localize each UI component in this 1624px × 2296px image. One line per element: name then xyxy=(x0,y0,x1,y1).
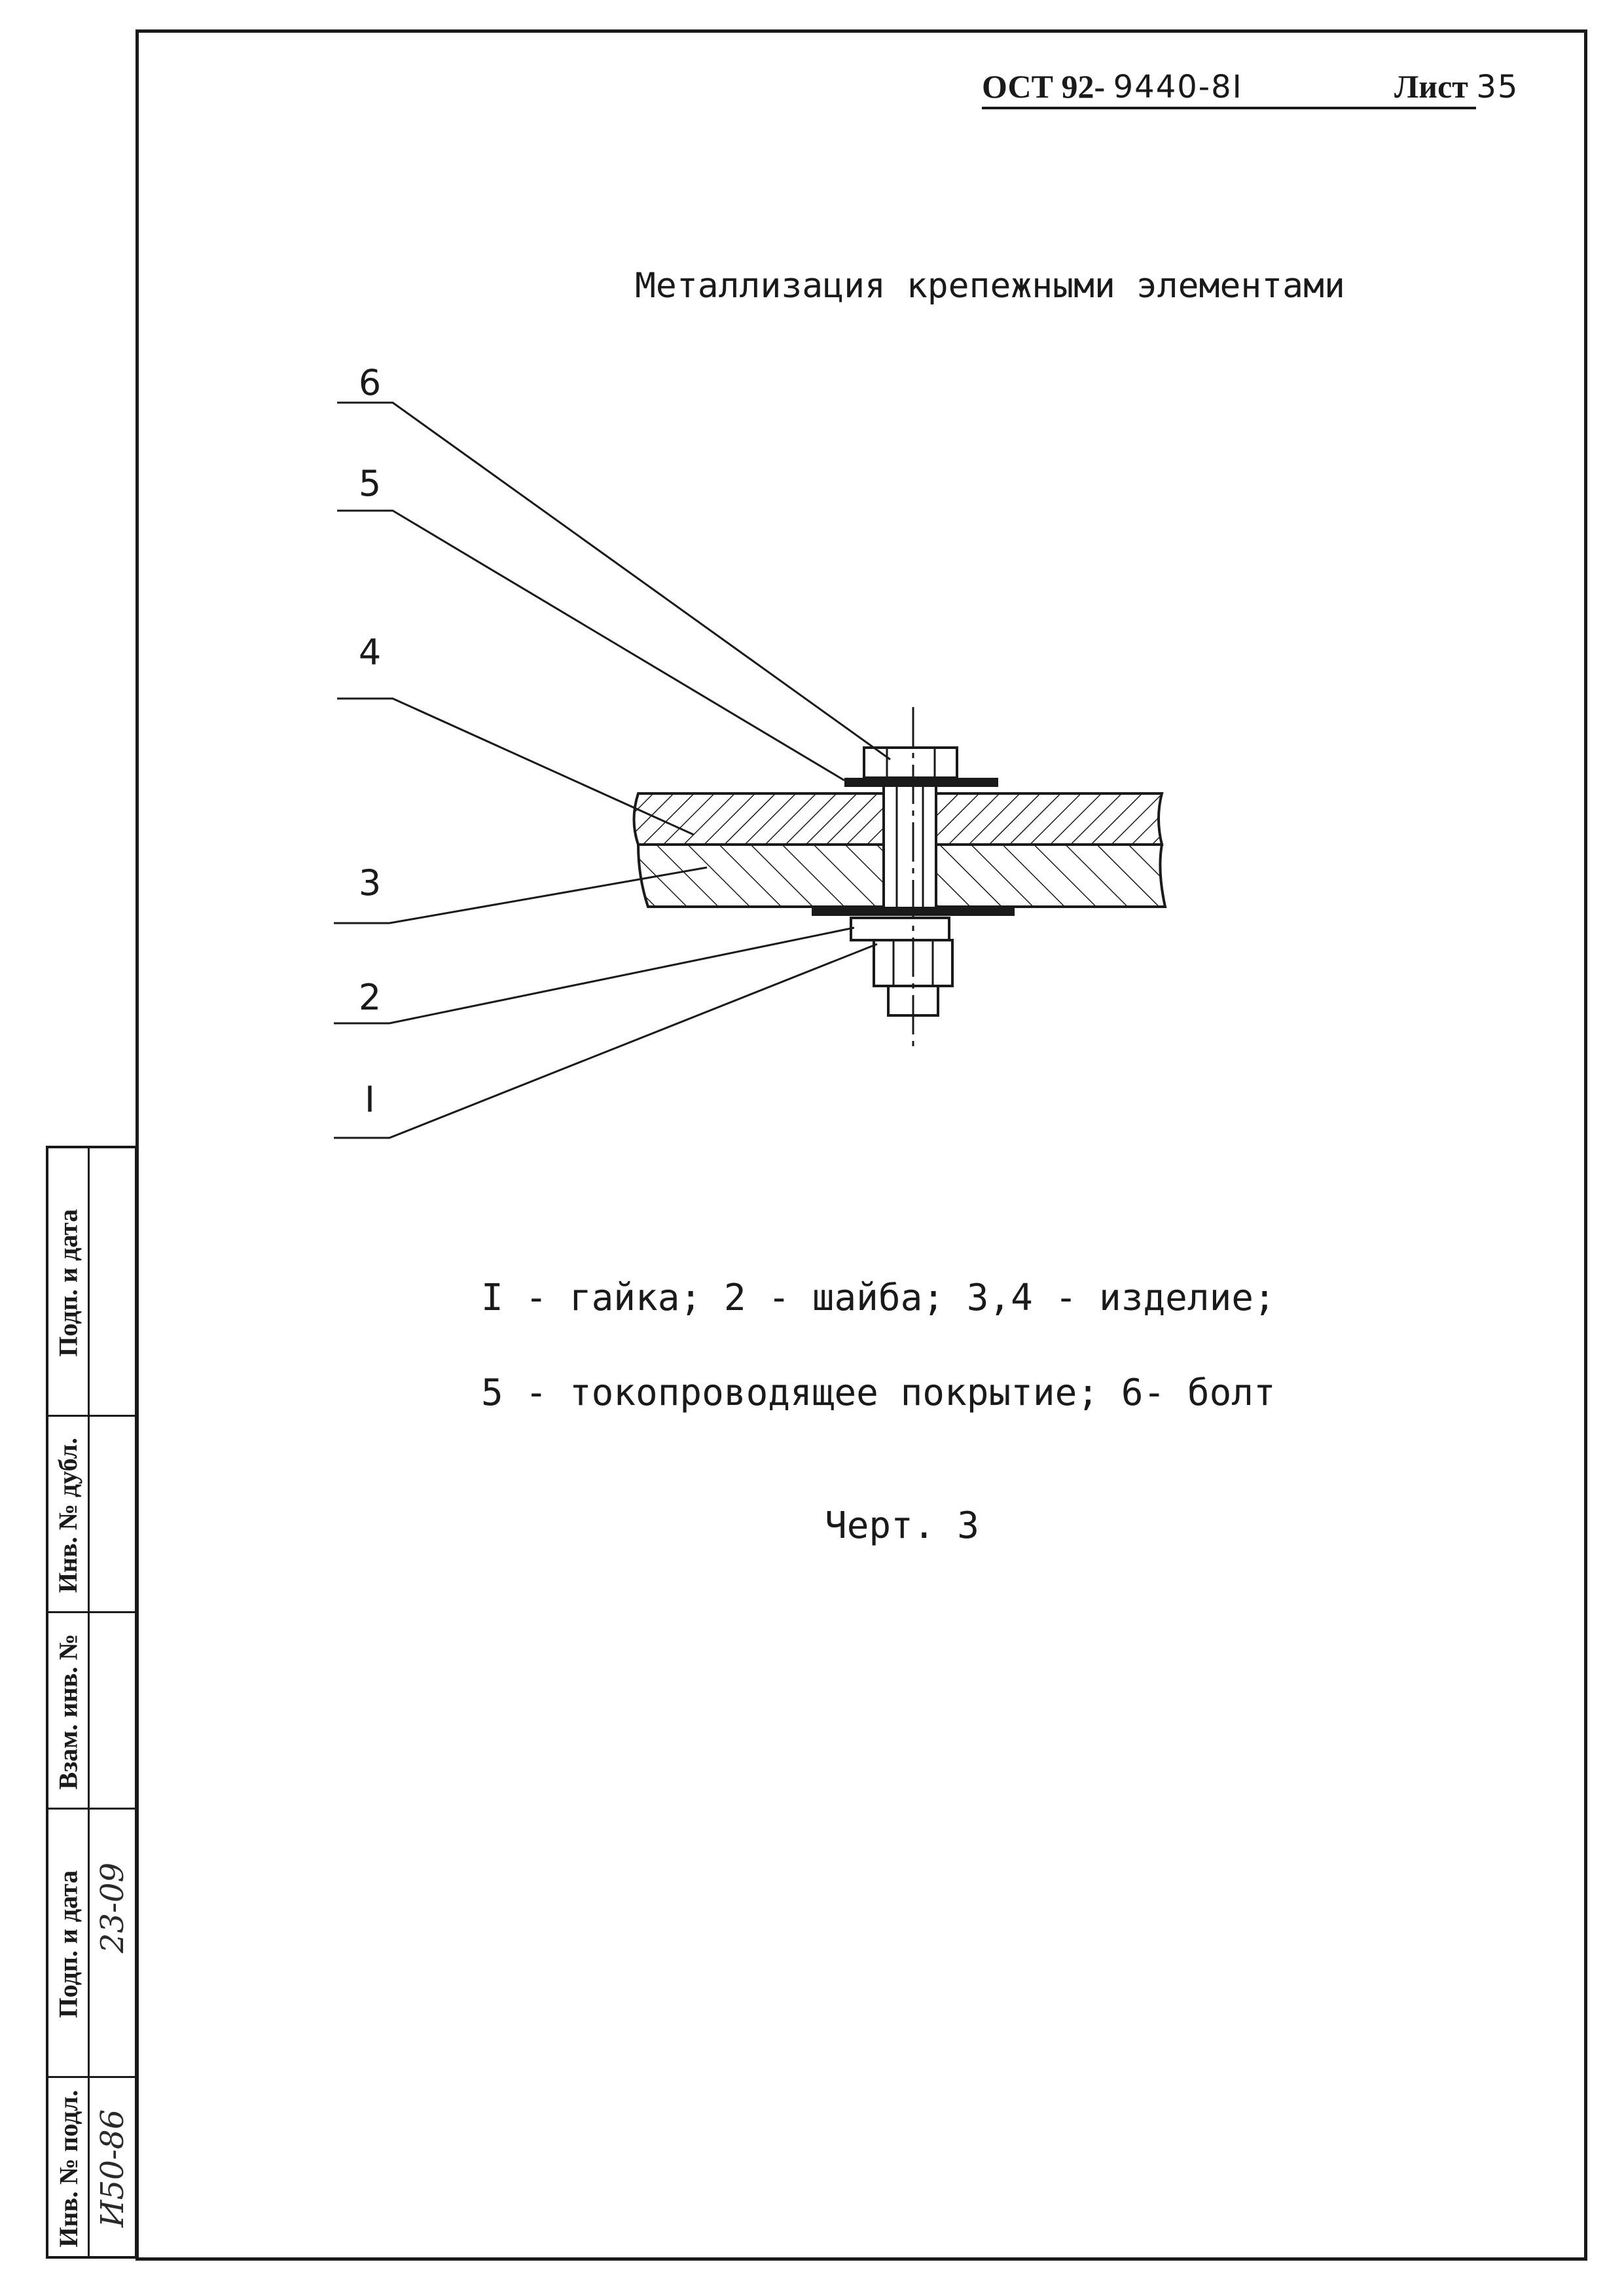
bolt-head xyxy=(863,746,958,779)
stamp-label-column xyxy=(48,1148,90,2256)
sheet-number: 35 xyxy=(1476,69,1519,105)
handwritten-date: 23-09 xyxy=(94,1862,131,1954)
stamp-cell xyxy=(48,1417,137,1613)
standard-prefix: ОСТ 92- xyxy=(982,68,1106,105)
bolt-shank xyxy=(882,781,937,911)
stamp-label: Взам. инв. № xyxy=(53,1633,83,1789)
stamp-cell xyxy=(48,1810,137,2078)
callout-2: 2 xyxy=(358,977,382,1018)
stamp-label: Подп. и дата xyxy=(53,1870,83,2018)
sheet-label: Лист xyxy=(1394,68,1468,105)
standard-designation: ОСТ 92- 9440-8I xyxy=(982,60,1243,113)
stamp-label: Подп. и дата xyxy=(53,1209,83,1357)
handwritten-inventory: И50-86 xyxy=(94,2109,132,2228)
callout-4: 4 xyxy=(358,632,382,673)
drawing-caption: Черт. 3 xyxy=(825,1504,980,1547)
stamp-label: Инв. № подл. xyxy=(53,2089,83,2248)
legend-line-1: I - гайка; 2 - шайба; 3,4 - изделие; xyxy=(481,1277,1276,1319)
coating-top xyxy=(844,778,998,787)
legend-line-2: 5 - токопроводящее покрытие; 6- болт xyxy=(481,1372,1276,1414)
approval-stamp: Подп. и дата Инв. № дубл. Взам. инв. № П… xyxy=(46,1146,137,2259)
callout-1: I xyxy=(365,1079,375,1120)
stamp-label: Инв. № дубл. xyxy=(53,1437,83,1593)
washer xyxy=(850,917,950,941)
stamp-cell xyxy=(48,1613,137,1810)
leader-lines xyxy=(334,401,891,1139)
callout-3: 3 xyxy=(358,862,382,903)
drawing-title: Металлизация крепежными элементами xyxy=(635,266,1345,306)
callout-5: 5 xyxy=(358,463,382,504)
sheet-number-block: Лист 35 xyxy=(1394,60,1519,113)
page-frame xyxy=(135,29,1587,2261)
standard-number: 9440-8I xyxy=(1113,69,1243,105)
stamp-cell xyxy=(48,1148,137,1417)
callout-6: 6 xyxy=(358,362,382,403)
